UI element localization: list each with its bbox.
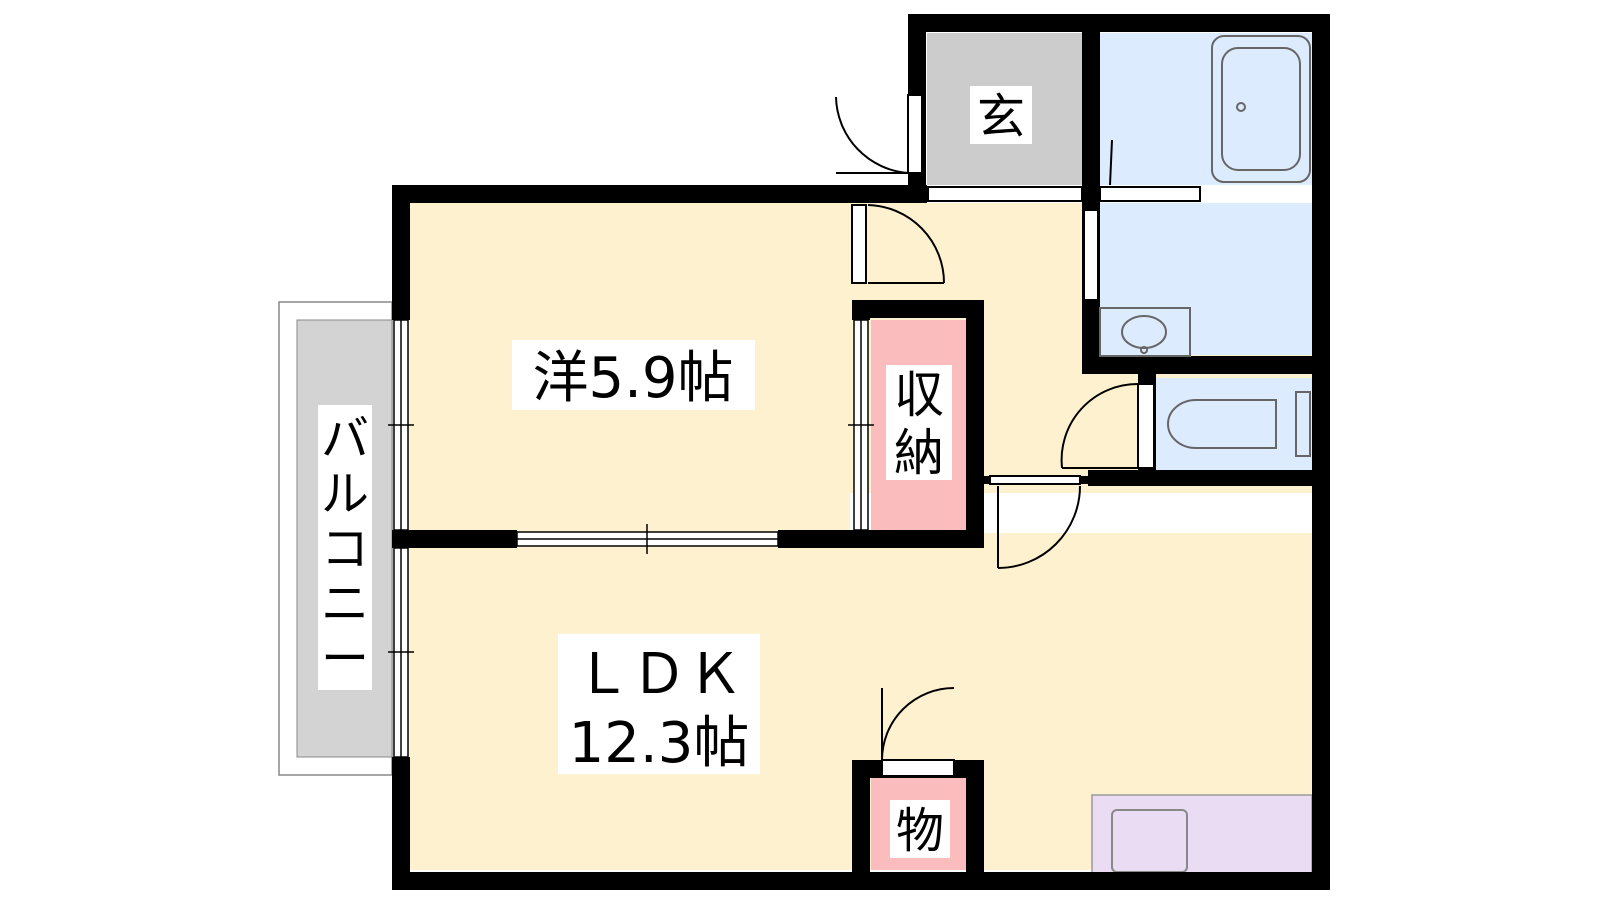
bathtub <box>1211 35 1311 183</box>
balcony-char-4: ニ <box>321 576 369 632</box>
closet-label-bottom: 納 <box>894 424 944 482</box>
bathroom-floor <box>1100 33 1315 185</box>
windows <box>388 319 874 758</box>
balcony-char-2: ル <box>321 466 369 522</box>
entrance-label: 玄 <box>977 89 1025 145</box>
balcony-char-1: バ <box>321 411 369 467</box>
doors <box>835 94 1201 777</box>
label-western-room: 洋5.9帖 <box>512 340 755 411</box>
western-room-label: 洋5.9帖 <box>532 346 733 411</box>
balcony-char-3: コ <box>321 521 369 577</box>
label-storage: 物 <box>890 800 950 859</box>
label-closet: 収 納 <box>886 365 952 482</box>
toilet <box>1167 391 1311 457</box>
balcony-char-5: ー <box>321 631 369 687</box>
ldk-area-label: 12.3帖 <box>569 711 750 776</box>
sink <box>1111 809 1188 873</box>
toilet-floor <box>1155 378 1315 470</box>
washroom-floor <box>1100 203 1315 355</box>
label-entrance: 玄 <box>970 86 1032 145</box>
wash-basin <box>1099 307 1191 357</box>
label-ldk: ＬＤＫ 12.3帖 <box>558 634 760 776</box>
storage-label: 物 <box>896 803 944 859</box>
closet-label-top: 収 <box>894 366 944 424</box>
ldk-label: ＬＤＫ <box>575 642 743 707</box>
label-balcony: バ ル コ ニ ー <box>318 405 372 690</box>
